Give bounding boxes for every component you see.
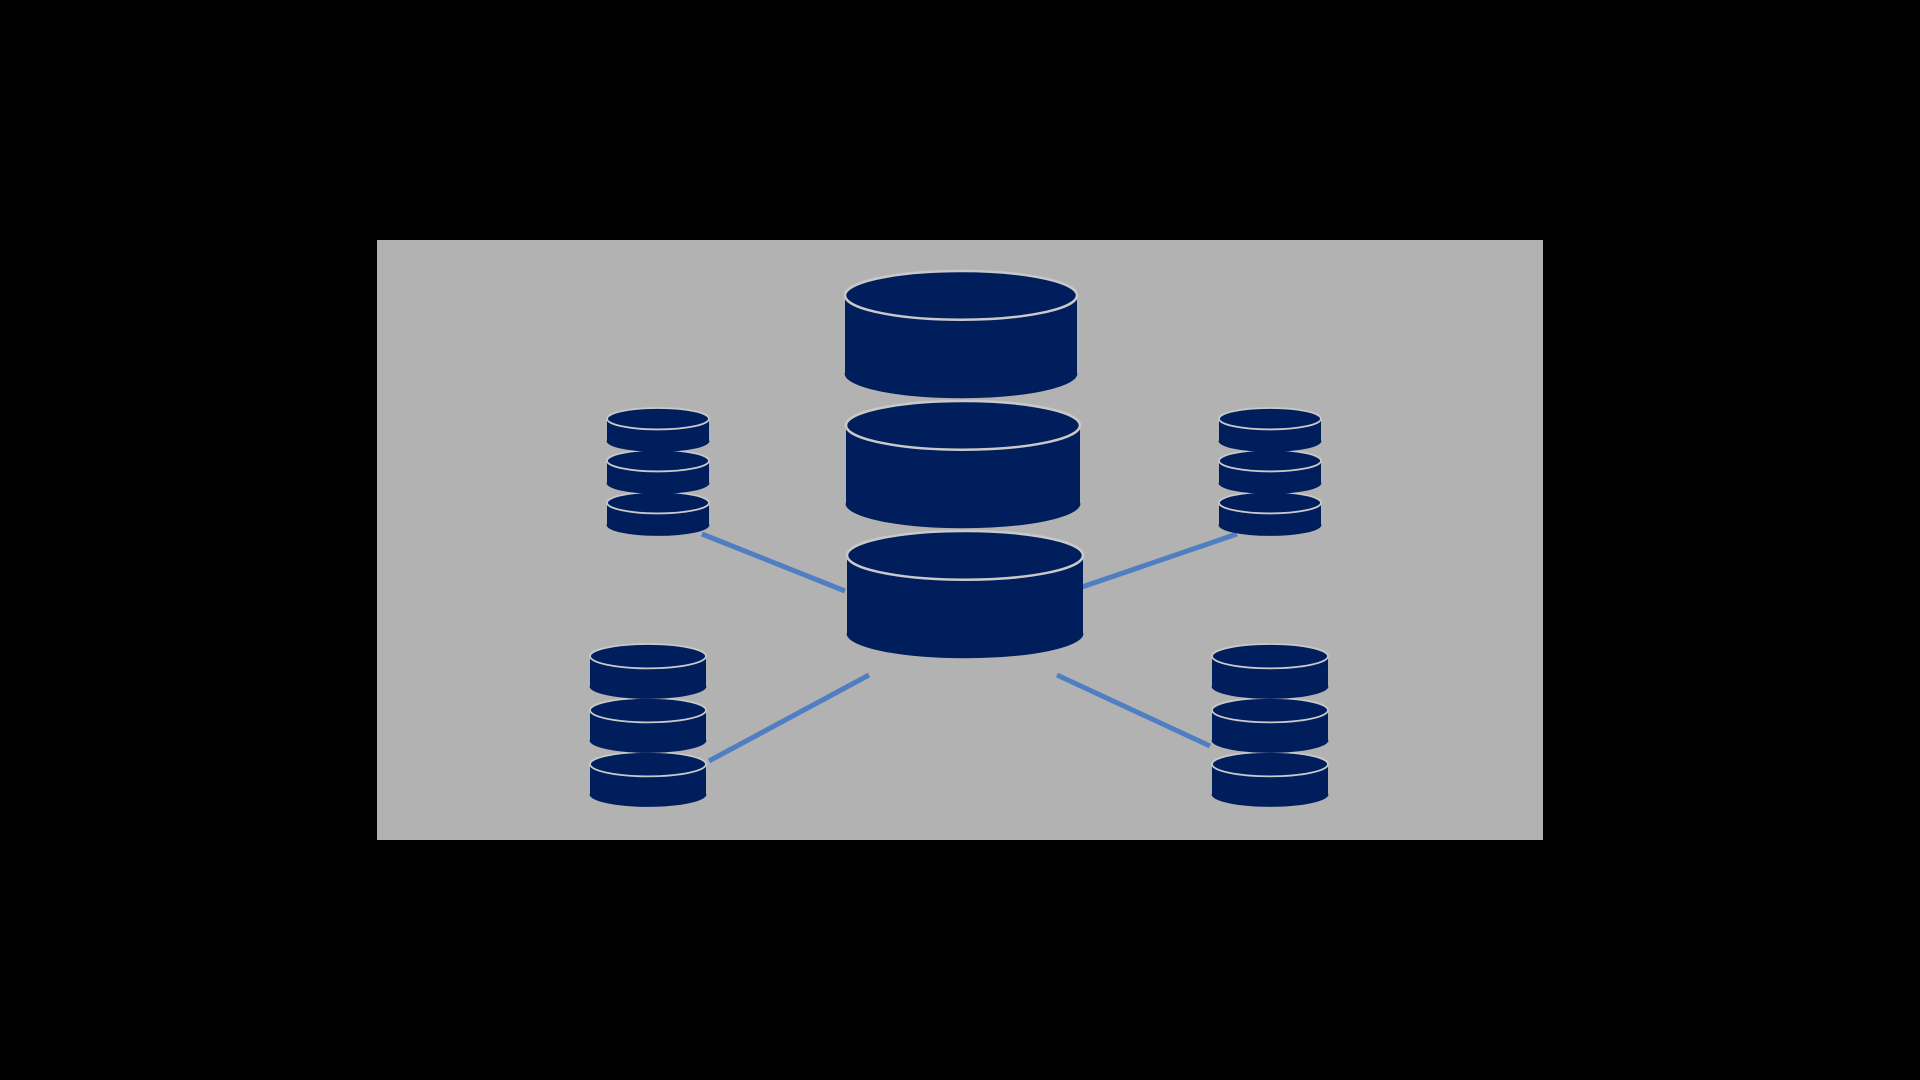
- diagram-panel: [377, 240, 1543, 840]
- database-disk-rim: [845, 503, 1081, 529]
- database-disk-top: [845, 529, 1085, 581]
- database-disk: [1211, 643, 1329, 699]
- link-line-top-left: [701, 531, 846, 594]
- database-disk-rim: [846, 633, 1084, 659]
- database-disk: [606, 407, 710, 452]
- database-disk: [606, 491, 710, 536]
- database-disk: [1211, 697, 1329, 753]
- database-icon: [589, 643, 707, 807]
- database-disk-top: [843, 269, 1079, 321]
- database-disk: [589, 697, 707, 753]
- nodes-layer: [589, 269, 1329, 807]
- database-disk-rim: [1211, 794, 1329, 807]
- database-disk-top: [1211, 751, 1329, 778]
- database-disk-top: [844, 399, 1082, 451]
- link-line-top-right: [1081, 531, 1238, 590]
- database-disk-rim: [589, 740, 707, 753]
- database-disk-rim: [606, 482, 710, 494]
- database-disk-top: [589, 643, 707, 670]
- database-disk-top: [1218, 449, 1322, 473]
- database-disk: [589, 751, 707, 807]
- database-disk: [589, 643, 707, 699]
- database-disk: [845, 529, 1085, 659]
- database-disk: [844, 399, 1082, 529]
- database-network-diagram: [377, 240, 1543, 840]
- database-disk: [606, 449, 710, 494]
- database-disk-body: [847, 555, 1083, 658]
- database-disk: [1218, 449, 1322, 494]
- database-disk-rim: [589, 686, 707, 699]
- database-disk: [843, 269, 1079, 399]
- database-disk: [1218, 407, 1322, 452]
- database-disk-rim: [606, 524, 710, 536]
- database-disk: [1218, 491, 1322, 536]
- database-disk-body: [845, 295, 1077, 398]
- database-icon: [606, 407, 710, 536]
- database-disk-body: [846, 425, 1080, 528]
- database-disk-top: [606, 449, 710, 473]
- database-disk-rim: [1218, 440, 1322, 452]
- link-line-bottom-right: [1055, 672, 1212, 749]
- database-icon: [1218, 407, 1322, 536]
- database-disk-top: [1218, 491, 1322, 515]
- database-disk-rim: [1211, 740, 1329, 753]
- database-disk-rim: [1211, 686, 1329, 699]
- database-disk-top: [1211, 643, 1329, 670]
- database-disk-top: [1218, 407, 1322, 431]
- database-disk-rim: [844, 373, 1078, 399]
- link-line-bottom-left: [707, 672, 871, 764]
- database-disk-rim: [589, 794, 707, 807]
- database-icon: [843, 269, 1085, 659]
- database-disk-rim: [1218, 524, 1322, 536]
- database-disk-rim: [606, 440, 710, 452]
- database-disk-top: [606, 407, 710, 431]
- database-icon: [1211, 643, 1329, 807]
- database-disk-top: [589, 697, 707, 724]
- database-disk-top: [1211, 697, 1329, 724]
- database-disk-rim: [1218, 482, 1322, 494]
- database-disk-top: [606, 491, 710, 515]
- database-disk: [1211, 751, 1329, 807]
- links-layer: [701, 531, 1238, 764]
- database-disk-top: [589, 751, 707, 778]
